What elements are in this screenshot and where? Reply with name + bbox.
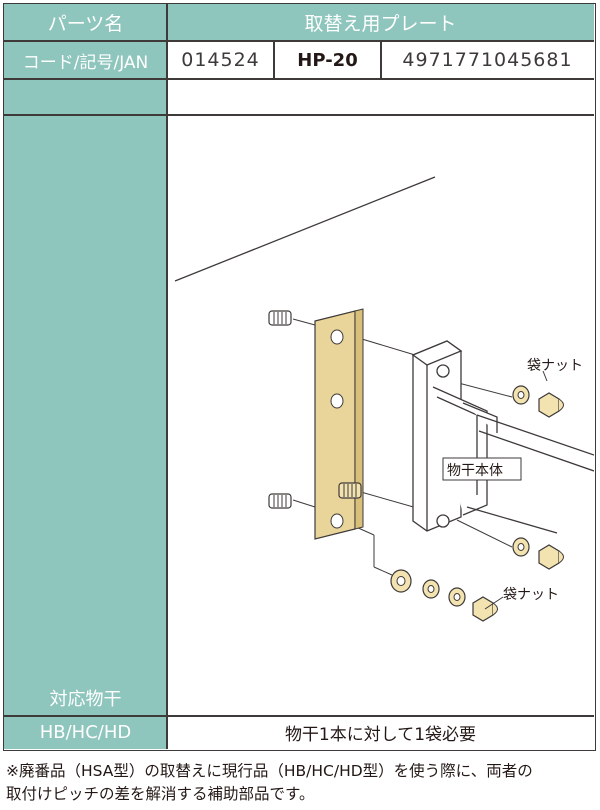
divider: [4, 715, 594, 717]
bolt-icon: [268, 493, 292, 509]
callout-nut-bottom: 袋ナット: [503, 587, 559, 603]
footnote-line-1: ※廃番品（HSA型）の取替えに現行品（HB/HC/HD型）を使う際に、両者の: [6, 762, 533, 780]
callout-leader: [542, 370, 548, 382]
compat-note: 物干1本に対して1袋必要: [284, 725, 477, 745]
jan-cell: 4971771045681: [381, 41, 594, 79]
washer-icon: [422, 579, 440, 599]
product-code: 014524: [181, 49, 260, 71]
symbol-cell: HP-20: [274, 41, 381, 79]
cap-nut-icon: [472, 596, 498, 622]
divider: [4, 40, 594, 42]
cap-nut-icon: [538, 392, 564, 418]
compat-label: 対応物干: [4, 680, 167, 716]
wall-line: [174, 176, 436, 282]
footnote: ※廃番品（HSA型）の取替えに現行品（HB/HC/HD型）を使う際に、両者の 取…: [6, 760, 596, 806]
divider: [380, 41, 382, 79]
assembly-diagram: 袋ナット 物干本体 袋ナット: [174, 176, 594, 622]
parts-label-text: パーツ名: [47, 13, 124, 35]
compat-models: HB/HC/HD: [39, 722, 132, 743]
code-label: コード/記号/JAN: [4, 41, 167, 79]
jan-code: 4971771045681: [402, 49, 573, 71]
code-cell: 014524: [167, 41, 274, 79]
compat-note-cell: 物干1本に対して1袋必要: [167, 716, 594, 749]
code-label-text: コード/記号/JAN: [22, 52, 149, 73]
divider: [4, 114, 594, 116]
bracket-body: [411, 340, 498, 532]
bolt-icon: [268, 310, 292, 326]
washer-icon: [512, 385, 530, 405]
part-name-cell: 取替え用プレート: [167, 4, 594, 41]
callout-body-box: [442, 457, 522, 481]
callout-leader: [484, 596, 504, 610]
washer-icon: [512, 537, 530, 557]
divider: [273, 41, 275, 79]
compat-label-text: 対応物干: [49, 689, 122, 710]
compat-models-cell: HB/HC/HD: [4, 716, 167, 749]
footnote-line-2: 取付けピッチの差を解消する補助部品です。: [6, 785, 315, 803]
part-name: 取替え用プレート: [304, 13, 457, 35]
product-symbol: HP-20: [297, 49, 358, 71]
parts-label: パーツ名: [4, 4, 167, 41]
cap-nut-icon: [538, 544, 564, 570]
divider: [4, 78, 594, 80]
pipe: [466, 414, 594, 534]
left-column: [4, 4, 167, 749]
spacer-icon: [390, 569, 412, 593]
parts-sheet: パーツ名 取替え用プレート コード/記号/JAN 014524 HP-20 49…: [3, 3, 596, 751]
washer-icon: [448, 587, 466, 607]
adapter-plate: [314, 308, 364, 540]
callout-nut-top: 袋ナット: [527, 358, 583, 374]
callout-body: 物干本体: [447, 463, 503, 479]
stud-icon: [338, 482, 362, 499]
divider: [166, 4, 168, 749]
